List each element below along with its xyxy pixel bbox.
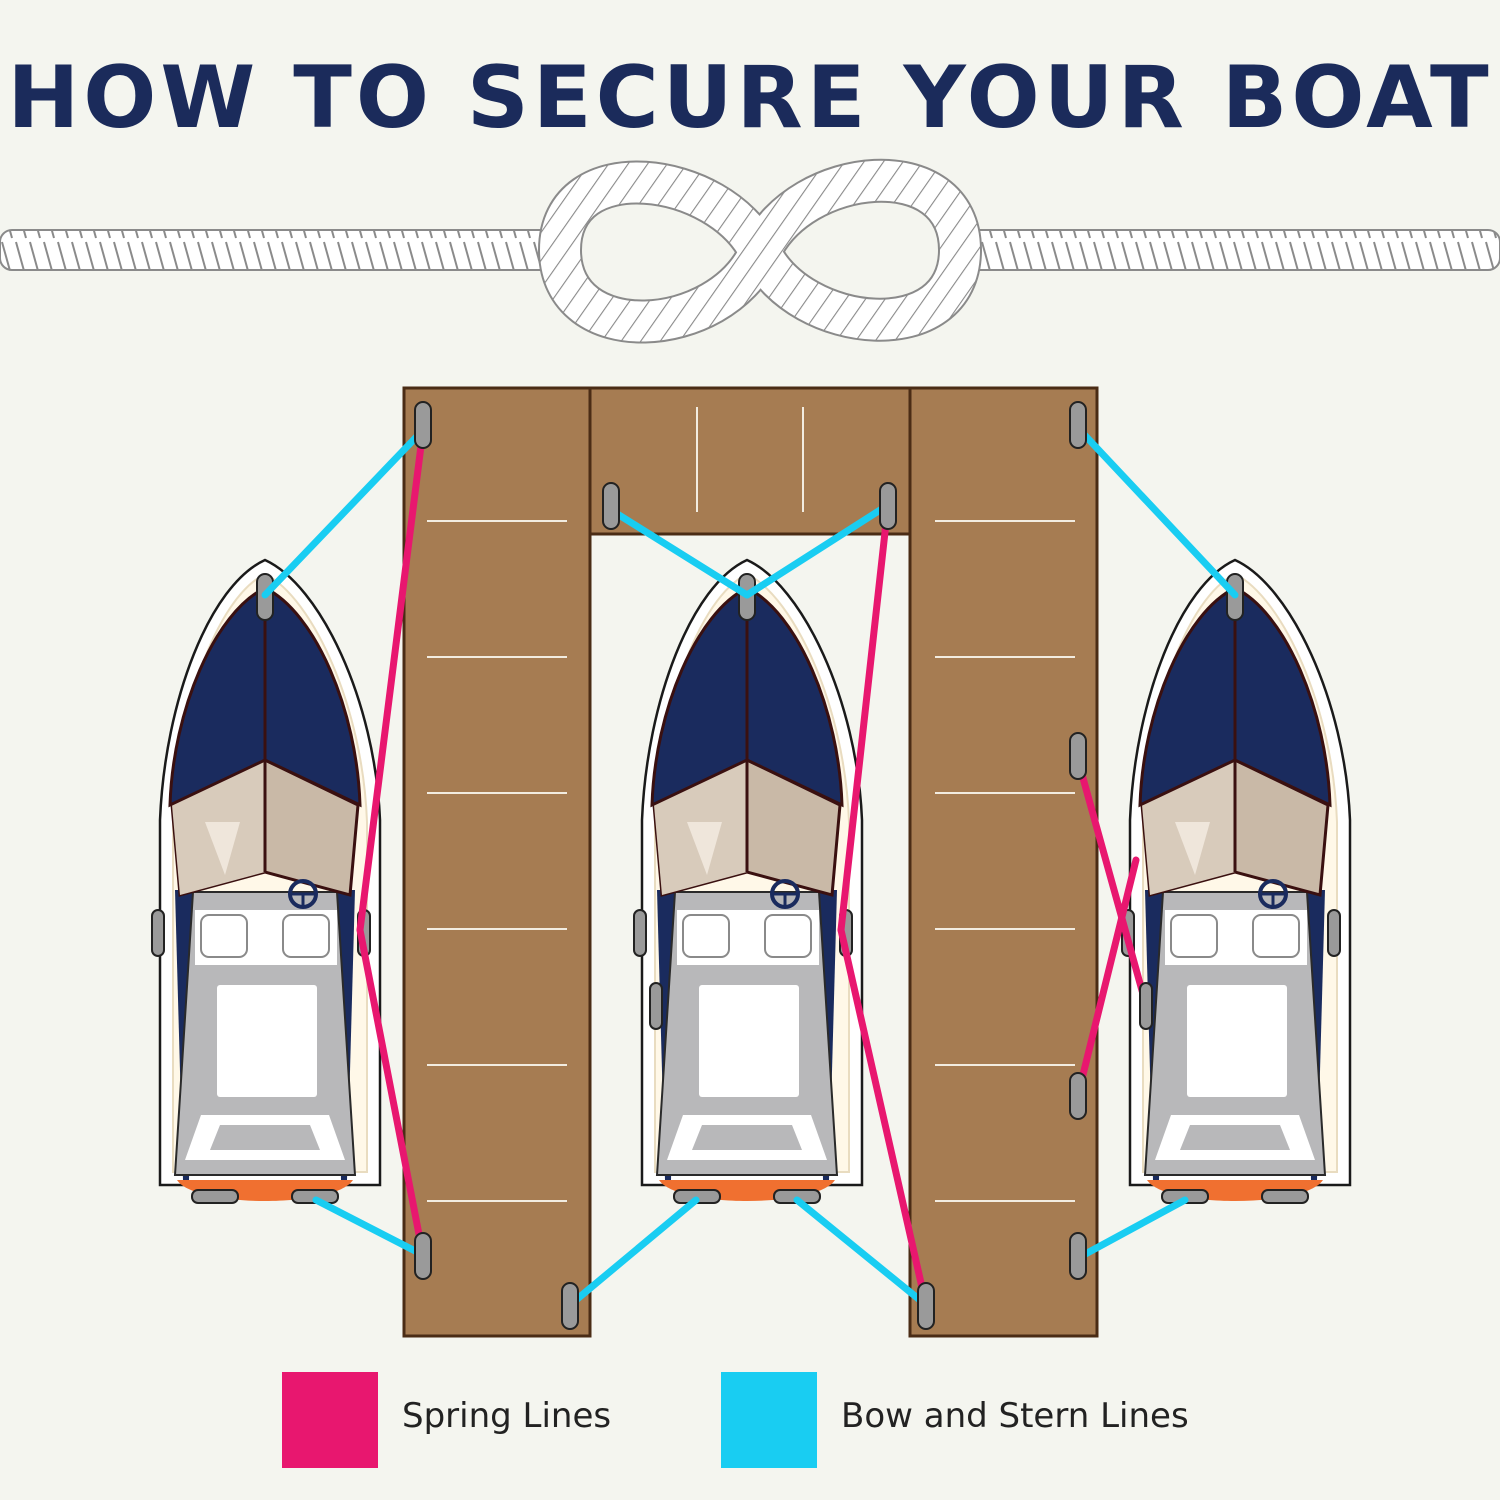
boat-right (1120, 558, 1352, 1205)
page-title: HOW TO SECURE YOUR BOAT (7, 48, 1493, 148)
boat-left (150, 558, 382, 1205)
bow-and-stern-lines (261, 424, 1239, 1309)
cleat-icon (414, 401, 1153, 1330)
spring-lines (356, 426, 1150, 1309)
spring-lines-label: Spring Lines (402, 1396, 612, 1436)
u-shaped-dock-icon (402, 386, 1099, 1338)
bow-stern-lines-swatch (721, 1372, 817, 1468)
spring-lines-swatch (282, 1372, 378, 1468)
boat-middle (632, 558, 864, 1205)
figure-eight-knot-rope-icon (0, 158, 1500, 344)
bow-stern-lines-label: Bow and Stern Lines (841, 1396, 1189, 1436)
